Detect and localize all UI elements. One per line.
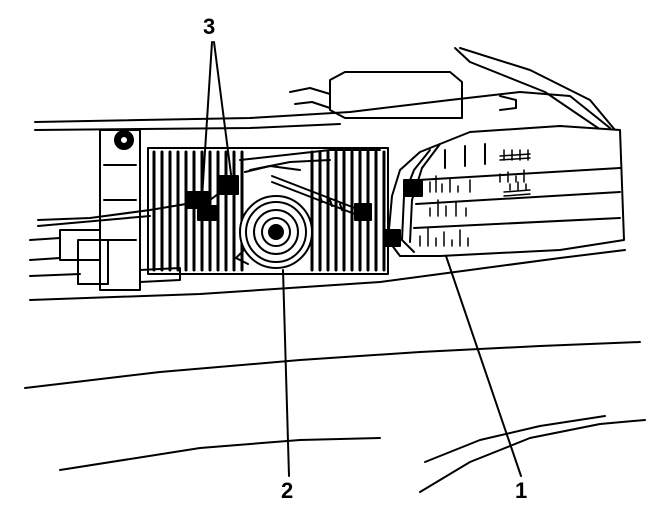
headlamp-assembly [383, 125, 625, 257]
leader-lines [201, 41, 522, 477]
callout-label-2: 2 [281, 478, 294, 503]
callout-label-3: 3 [203, 14, 216, 39]
leader-3b [213, 41, 233, 183]
horn [235, 195, 313, 269]
headlamp-reflector-detail [419, 149, 531, 247]
mounting-stud [271, 175, 372, 221]
harness-connectors [187, 165, 301, 221]
leader-2 [282, 269, 290, 477]
left-bracket-assembly [29, 129, 211, 291]
leader-1 [445, 255, 522, 477]
hood-outline [34, 47, 616, 131]
reservoir-top [289, 71, 517, 119]
fender-panel [24, 249, 646, 493]
leader-3a [201, 41, 213, 199]
callout-label-1: 1 [515, 478, 528, 503]
